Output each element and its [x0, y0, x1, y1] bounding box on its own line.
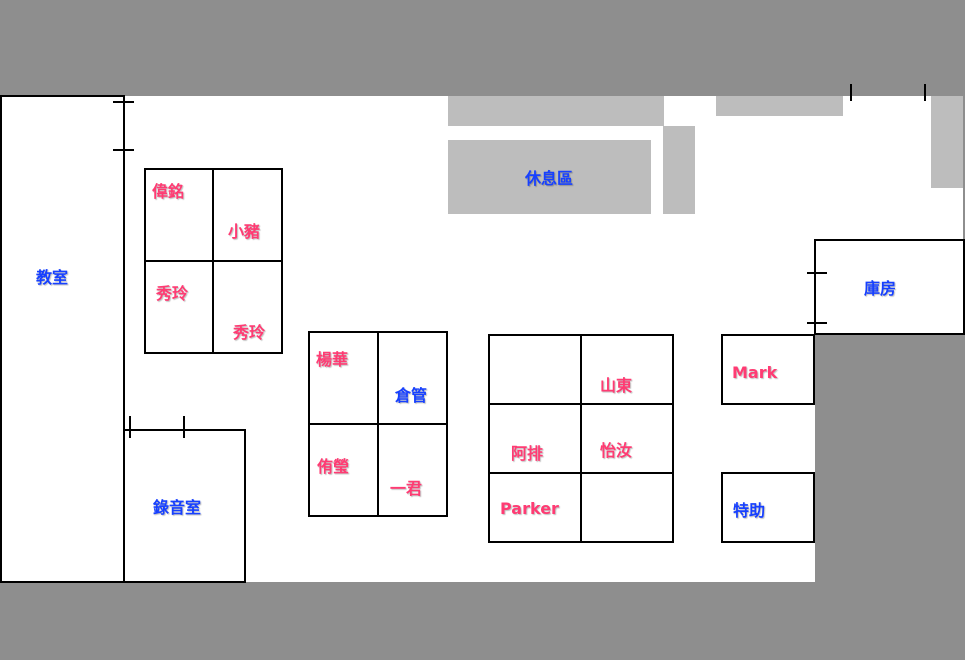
door-mark — [113, 149, 134, 151]
room-label-assistant: 特助 — [733, 501, 766, 520]
desk-divider — [144, 260, 283, 262]
room-label-lounge: 休息區 — [525, 169, 574, 188]
person-label: 秀玲 — [233, 323, 266, 342]
furniture-block — [448, 96, 664, 126]
door-mark — [850, 84, 852, 101]
desk-divider — [580, 334, 582, 543]
person-label: 阿排 — [511, 444, 544, 463]
person-label: 秀玲 — [156, 284, 189, 303]
person-label: 小豬 — [228, 222, 261, 241]
desk-divider — [308, 423, 448, 425]
desk-mark — [721, 334, 815, 405]
person-label: Mark — [732, 363, 778, 382]
room-label-warehouse-admin: 倉管 — [395, 386, 428, 405]
furniture-block — [931, 96, 963, 188]
door-mark — [924, 84, 926, 101]
furniture-block — [663, 126, 695, 214]
assistant-desk — [721, 472, 815, 543]
storage-room — [814, 239, 965, 335]
desk-divider — [488, 403, 674, 405]
room-label-storage: 庫房 — [864, 279, 897, 298]
room-label-recording: 錄音室 — [153, 498, 202, 517]
door-mark — [113, 101, 134, 103]
person-label: 侑瑩 — [317, 457, 350, 476]
person-label: 一君 — [390, 479, 423, 498]
recording-room — [123, 429, 246, 583]
person-label: 山東 — [600, 376, 633, 395]
door-mark — [807, 272, 827, 274]
room-label-classroom: 教室 — [36, 268, 69, 287]
lounge-area — [448, 140, 651, 214]
wall-block — [815, 334, 965, 582]
door-mark — [183, 416, 185, 438]
desk-divider — [488, 472, 674, 474]
furniture-block — [716, 96, 843, 116]
person-label: 偉銘 — [152, 182, 185, 201]
person-label: Parker — [500, 499, 559, 518]
classroom — [0, 95, 125, 583]
person-label: 楊華 — [316, 350, 349, 369]
door-mark — [807, 322, 827, 324]
door-mark — [129, 416, 131, 438]
person-label: 怡汝 — [600, 441, 633, 460]
